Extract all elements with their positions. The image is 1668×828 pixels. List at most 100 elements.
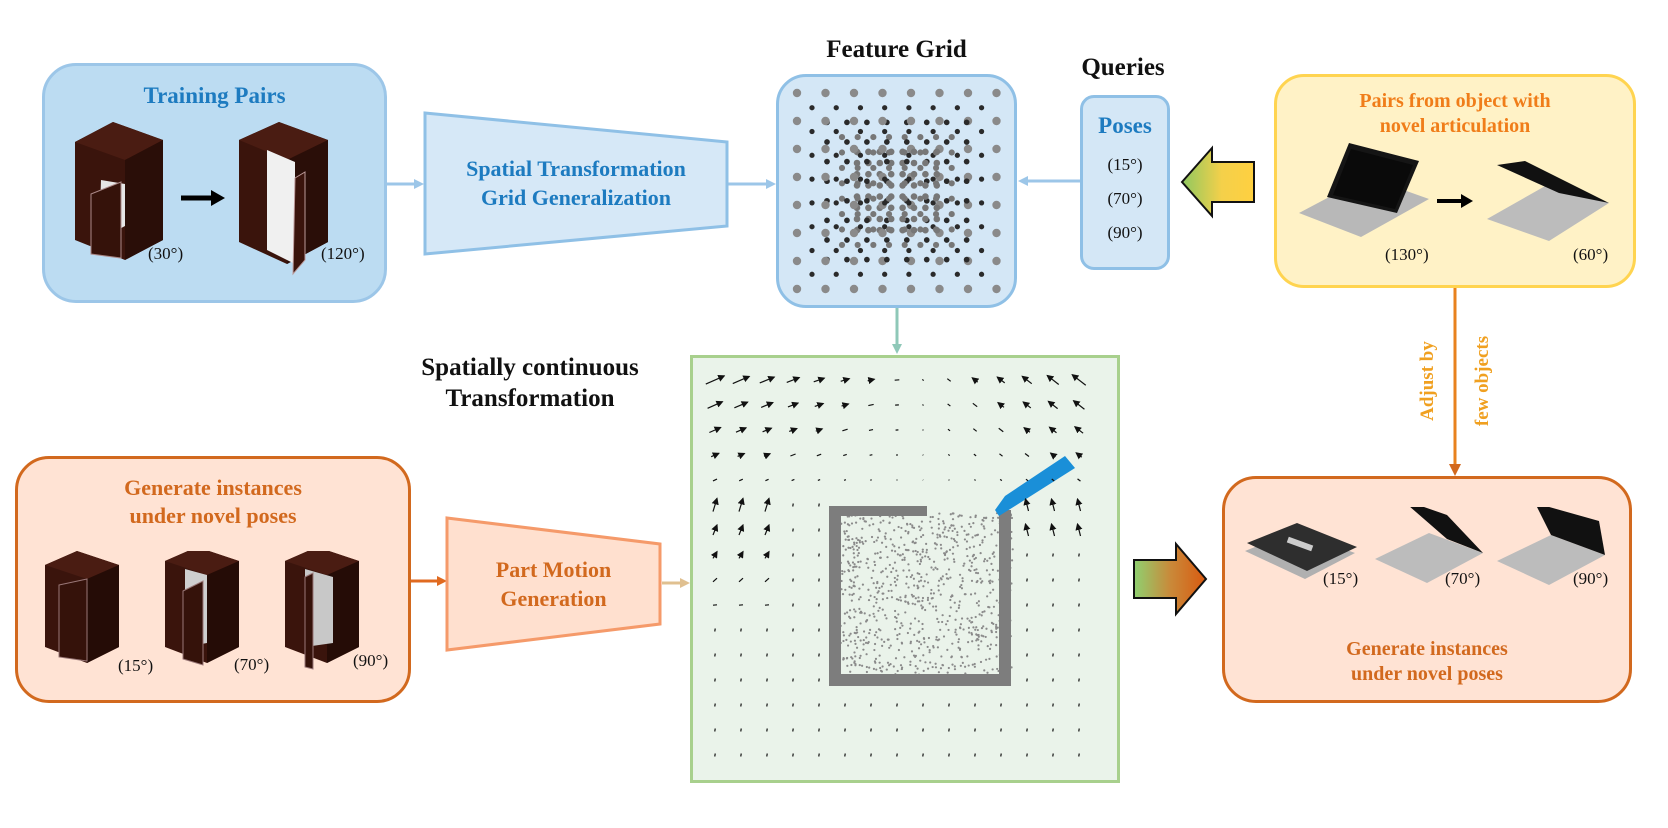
flow-vector: [1075, 522, 1083, 537]
grid-point: [792, 88, 802, 98]
grid-point: [844, 139, 850, 145]
grid-point: [792, 116, 802, 126]
laptop-open-icon: [1375, 507, 1483, 583]
grid-point: [838, 195, 846, 202]
flow-vector: [732, 375, 751, 385]
grid-point: [923, 237, 930, 243]
grid-point: [857, 200, 864, 206]
grid-point: [906, 224, 912, 230]
flow-vector: [999, 478, 1003, 482]
flow-vector: [1021, 375, 1033, 385]
query-pose: (70°): [1107, 188, 1143, 208]
grid-point: [948, 241, 955, 248]
grid-point: [833, 105, 839, 111]
grid-point: [854, 195, 861, 202]
grid-point: [903, 256, 910, 263]
flow-vector: [972, 428, 978, 432]
flow-vector: [792, 503, 794, 507]
flow-vector: [740, 653, 742, 657]
grid-point: [917, 211, 924, 218]
flow-vector: [947, 428, 951, 432]
laptop-open-icon: [1497, 507, 1605, 585]
grid-point: [833, 247, 839, 254]
flow-vector: [710, 550, 718, 559]
grid-point: [954, 271, 960, 277]
grid-point: [930, 247, 936, 254]
flow-vector: [1072, 400, 1085, 410]
grid-point: [821, 256, 830, 266]
arrow-poses-to-grid: [1018, 176, 1080, 186]
flow-vector: [705, 375, 726, 385]
flow-vector: [791, 478, 795, 482]
flow-vector: [712, 577, 718, 583]
arrow-novel-to-genright: [1449, 288, 1461, 476]
grid-point: [992, 200, 1001, 210]
grid-point: [792, 228, 802, 238]
grid-point: [844, 119, 850, 126]
flow-vector: [948, 479, 950, 481]
flow-vector: [792, 528, 794, 532]
grid-point: [978, 200, 985, 206]
grid-point: [821, 116, 830, 126]
flow-vector: [766, 653, 768, 657]
grid-point: [844, 256, 850, 263]
flow-vector: [948, 728, 950, 732]
grid-point: [903, 139, 910, 145]
grid-point: [954, 128, 960, 135]
feature-grid-illustration: [792, 88, 1001, 294]
flow-vector: [1052, 653, 1054, 657]
spatial-module-shape: [423, 111, 729, 256]
point-cloud: [829, 506, 1014, 686]
flow-vector: [714, 728, 716, 732]
grid-point: [809, 247, 815, 254]
grid-point: [865, 204, 872, 212]
grid-point: [910, 193, 918, 200]
feature-grid-panel: [776, 74, 1017, 308]
moving-part: [995, 456, 1075, 516]
flow-vector: [818, 628, 820, 632]
grid-point: [887, 226, 895, 234]
grid-point: [882, 271, 888, 277]
grid-point: [864, 237, 870, 243]
flow-vector: [818, 653, 820, 657]
grid-point: [922, 159, 929, 167]
grid-point: [833, 128, 839, 135]
grid-point: [901, 211, 908, 218]
flow-vector: [766, 728, 768, 732]
flow-vector: [737, 452, 746, 460]
grid-point: [910, 182, 918, 189]
grid-point: [887, 170, 895, 178]
grid-point: [963, 256, 970, 263]
flow-vector: [870, 728, 872, 732]
grid-point: [853, 159, 861, 167]
grid-point: [935, 116, 944, 126]
grid-point: [857, 152, 864, 158]
flow-vector: [1052, 728, 1054, 732]
novel-articulation-panel: Pairs from object with novel articulatio…: [1274, 74, 1636, 288]
arrow-spatial-to-grid: [727, 179, 776, 189]
flow-vector: [818, 528, 820, 532]
flow-vector: [998, 427, 1004, 433]
flow-vector: [1047, 400, 1058, 410]
grid-point: [833, 176, 839, 182]
flow-vector: [787, 401, 800, 409]
flow-vector: [841, 402, 850, 410]
grid-point: [910, 226, 918, 234]
grid-point: [992, 172, 1001, 182]
grid-point: [943, 197, 950, 204]
flow-vector: [790, 453, 796, 457]
grid-point: [838, 180, 846, 187]
grid-point: [792, 172, 802, 182]
flow-vector: [818, 578, 820, 582]
grid-point: [854, 164, 861, 171]
flow-vector: [709, 426, 722, 434]
grid-point: [885, 164, 893, 171]
laptop-half-open-icon: [1487, 161, 1609, 241]
grid-point: [954, 105, 960, 111]
grid-point: [899, 182, 906, 189]
grid-point: [878, 144, 887, 154]
flow-vector: [1078, 653, 1080, 657]
flow-vector: [763, 452, 772, 460]
grid-point: [954, 224, 960, 230]
